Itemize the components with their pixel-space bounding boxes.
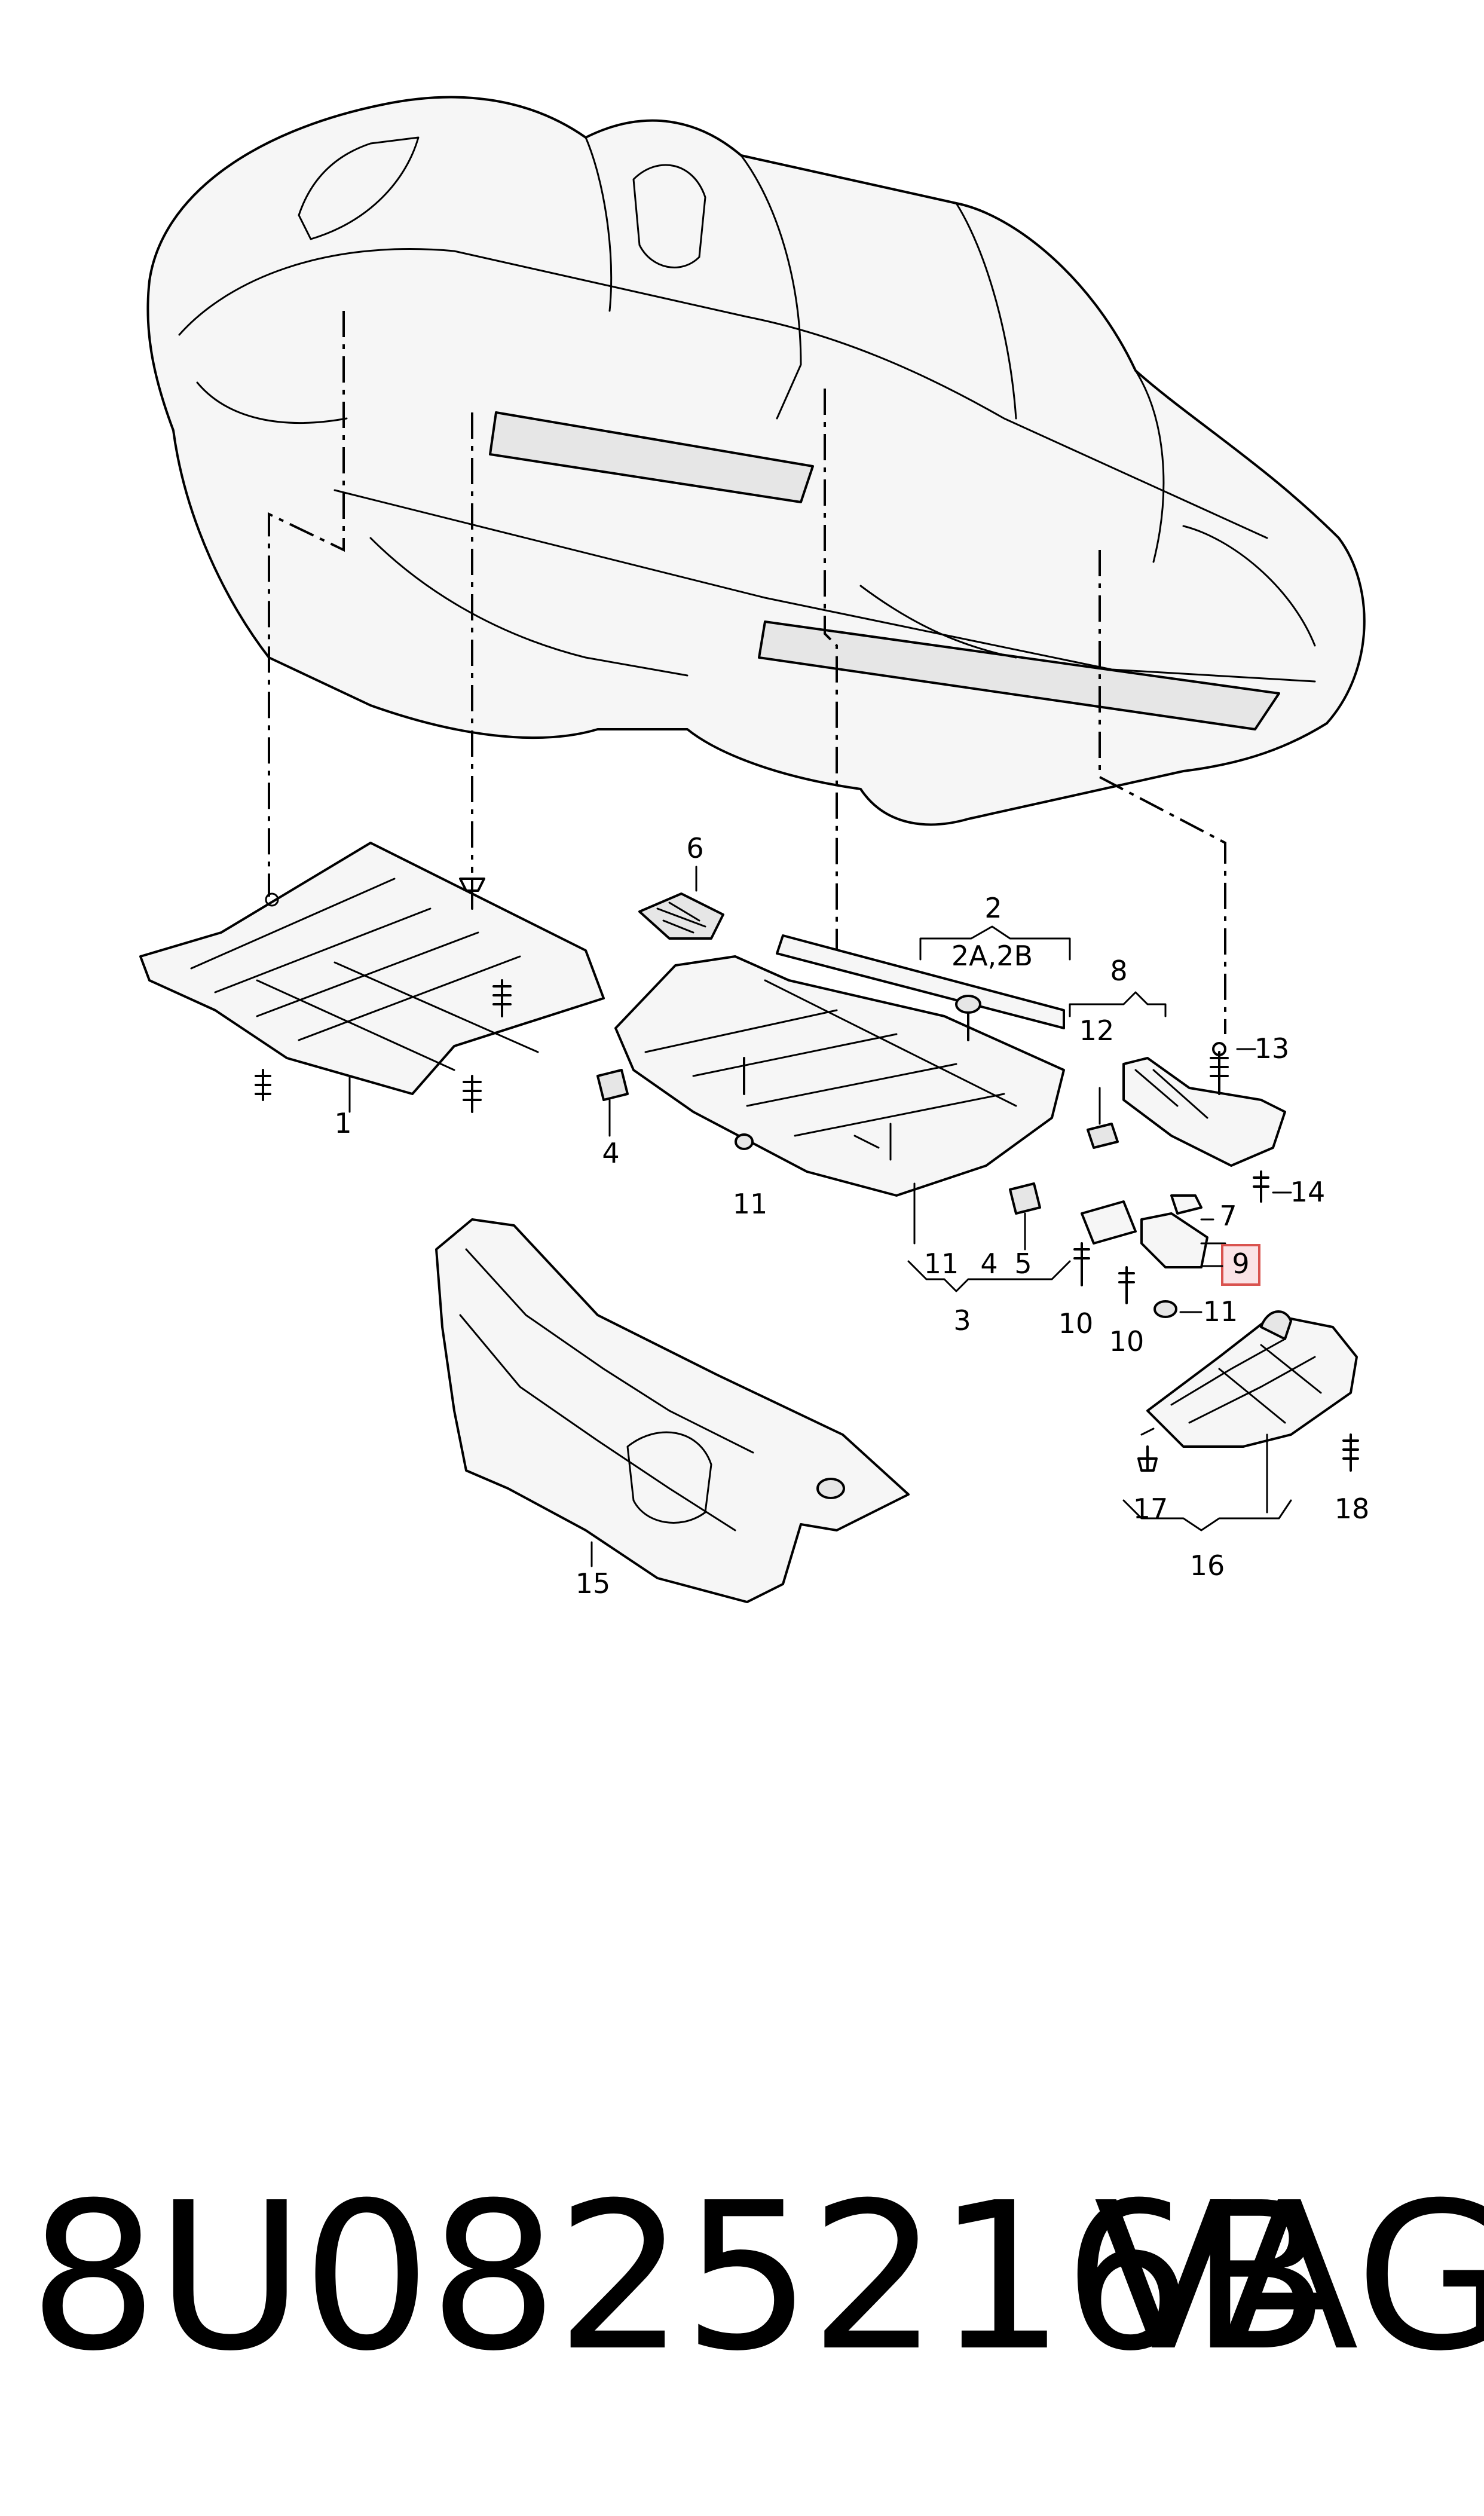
callout-18: 18 [1335,1493,1370,1525]
callout-11-secondary: 11 [924,1248,959,1280]
callout-5: 5 [1014,1248,1032,1280]
callout-11-tertiary: 11 [1203,1295,1238,1328]
car-body-illustration [146,96,1366,826]
part-3-center-panel [596,934,1065,1251]
callout-6: 6 [686,832,703,864]
label-brackets [907,925,1292,1531]
callout-13: 13 [1254,1032,1290,1065]
part-6-grille-insert [638,866,724,940]
callout-10-secondary: 10 [1109,1325,1145,1358]
callout-3: 3 [953,1304,971,1337]
label-ticks [1179,1048,1292,1313]
part-number: 8U0825216B [29,2159,1330,2396]
callout-16: 16 [1190,1549,1225,1582]
callout-11: 11 [733,1188,768,1220]
callout-7: 7 [1219,1200,1237,1232]
leader-lines [268,311,1226,1034]
callout-1: 1 [334,1107,351,1139]
part-15-engine-shield [435,1218,910,1603]
part-9-highlight-box [1221,1244,1260,1286]
callout-4-secondary: 4 [980,1248,998,1280]
brand-name: VAG [1094,2159,1484,2396]
part-1-underbody-panel [139,842,605,1113]
exploded-parts-diagram: 1 2 2A,2B 3 4 4 5 6 7 8 9 10 10 11 11 11… [139,96,1369,1603]
part-16-front-cover [1137,1310,1359,1514]
callout-labels: 1 2 2A,2B 3 4 4 5 6 7 8 9 10 10 11 11 11… [334,832,1369,1600]
callout-17: 17 [1133,1493,1168,1525]
callout-10: 10 [1058,1307,1094,1340]
callout-2: 2 [984,892,1002,924]
callout-14: 14 [1290,1176,1326,1208]
callout-2a-2b: 2A,2B [951,940,1033,972]
callout-15: 15 [576,1567,611,1600]
callout-8: 8 [1110,955,1127,987]
callout-12: 12 [1079,1014,1115,1047]
callout-4: 4 [602,1137,619,1169]
part-8-bracket-group [1073,1042,1286,1318]
callout-9: 9 [1232,1248,1249,1280]
